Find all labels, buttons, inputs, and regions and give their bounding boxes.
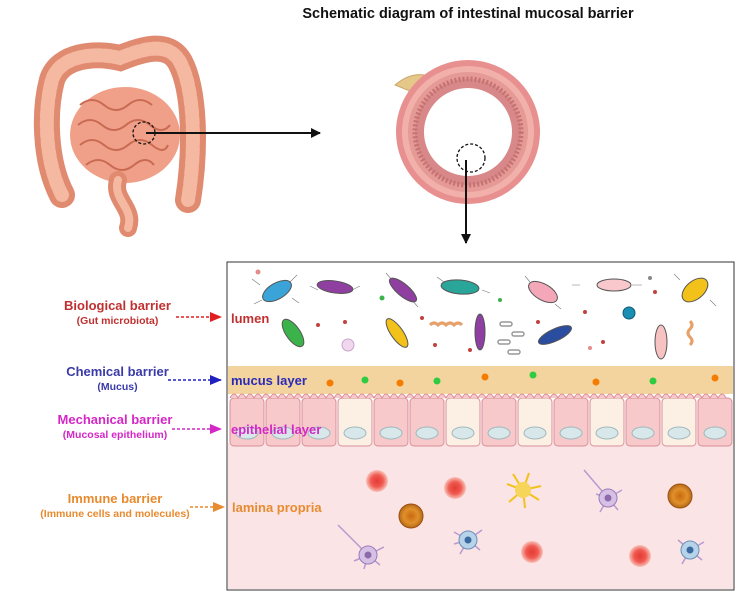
barrier-sub: (Immune cells and molecules) [40, 508, 190, 520]
gut-microbiota [251, 269, 717, 360]
region-lumen-label: lumen [231, 311, 270, 326]
barrier-sub: (Gut microbiota) [76, 315, 159, 327]
region-lamina-label: lamina propria [232, 500, 322, 515]
barrier-name: Biological barrier [64, 298, 171, 313]
region-mucus-label: mucus layer [231, 373, 307, 388]
mucus-granules [326, 371, 719, 387]
region-epithelial-label: epithelial layer [231, 422, 322, 437]
mechanical-barrier-label: Mechanical barrier (Mucosal epithelium) [20, 412, 210, 441]
mucosa-detail-box [226, 261, 735, 591]
epithelial-cells [229, 393, 733, 447]
intestine-cross-section [394, 60, 540, 204]
diagram-title: Schematic diagram of intestinal mucosal … [302, 6, 634, 22]
immune-cells [337, 469, 705, 570]
biological-barrier-label: Biological barrier (Gut microbiota) [30, 298, 205, 327]
immune-barrier-label: Immune barrier (Immune cells and molecul… [10, 491, 220, 520]
barrier-sub: (Mucosal epithelium) [62, 429, 168, 441]
barrier-sub: (Mucus) [97, 381, 138, 393]
barrier-name: Chemical barrier [66, 364, 169, 379]
intestine-illustration [33, 35, 206, 237]
chemical-barrier-label: Chemical barrier (Mucus) [30, 364, 205, 393]
barrier-name: Mechanical barrier [57, 412, 173, 427]
barrier-name: Immune barrier [67, 491, 163, 506]
